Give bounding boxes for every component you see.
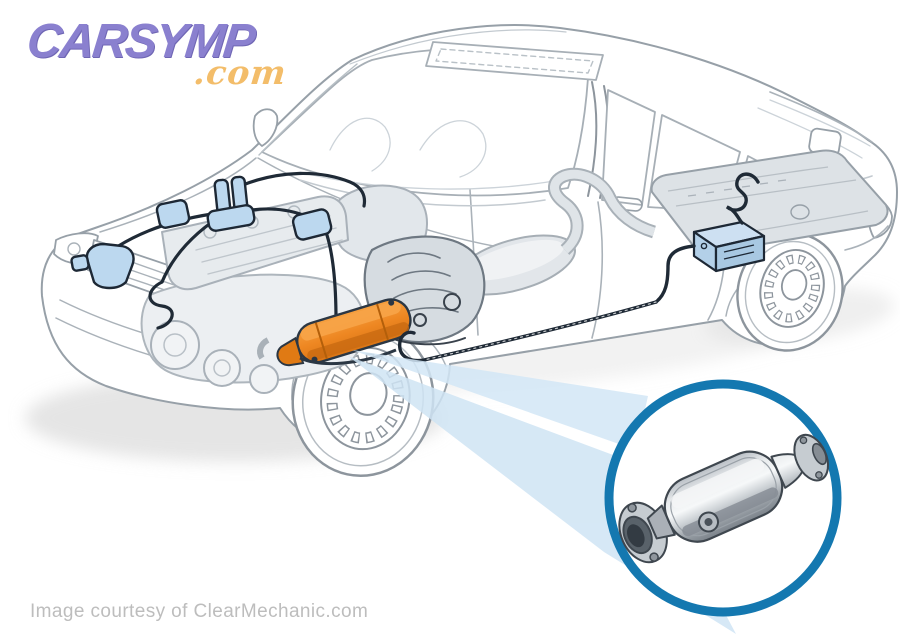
catalytic-converter-detail: [618, 433, 830, 564]
ecu-box: [692, 220, 766, 273]
sensor-pump: [85, 242, 135, 290]
rear-wheel: [736, 232, 844, 352]
ecu-wiring: [398, 172, 760, 363]
sensor-small: [155, 199, 191, 229]
logo: CARSYMP .com: [22, 15, 292, 92]
sunroof: [425, 41, 604, 81]
logo-tld: .com: [191, 53, 289, 92]
catalytic-converter-highlight: [257, 298, 412, 367]
engine-sensors: [70, 175, 333, 290]
image-credit-caption: Image courtesy of ClearMechanic.com: [30, 601, 369, 622]
sensor-double-prong: [206, 175, 256, 232]
side-mirror: [252, 108, 279, 147]
catalytic-converter-callout: [604, 379, 842, 617]
sensor-connector: [291, 208, 333, 241]
fuel-tank-panel: [650, 149, 889, 254]
